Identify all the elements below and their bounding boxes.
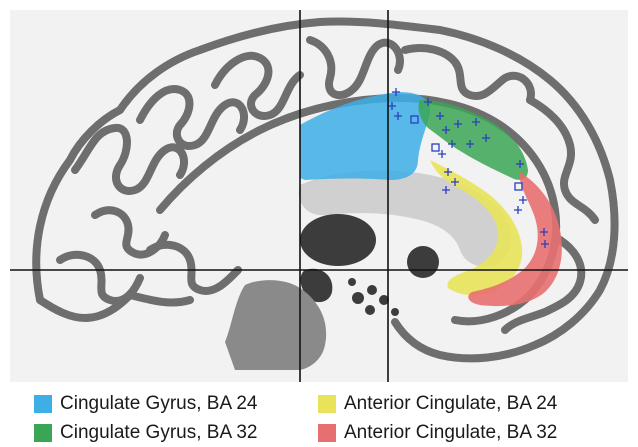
legend-item-anterior-cingulate-ba24: Anterior Cingulate, BA 24 xyxy=(318,391,557,417)
legend-swatch-anterior-cingulate-ba32 xyxy=(318,424,336,442)
thalamus xyxy=(300,214,376,266)
legend-swatch-anterior-cingulate-ba24 xyxy=(318,395,336,413)
legend-label: Anterior Cingulate, BA 24 xyxy=(344,393,557,415)
legend-label: Anterior Cingulate, BA 32 xyxy=(344,422,557,444)
legend-item-cingulate-gyrus-ba24: Cingulate Gyrus, BA 24 xyxy=(34,391,258,417)
caudate-nucleus xyxy=(407,246,439,278)
legend-item-anterior-cingulate-ba32: Anterior Cingulate, BA 32 xyxy=(318,420,557,446)
legend-swatch-cingulate-gyrus-ba24 xyxy=(34,395,52,413)
legend: Cingulate Gyrus, BA 24 Anterior Cingulat… xyxy=(0,385,638,447)
legend-swatch-cingulate-gyrus-ba32 xyxy=(34,424,52,442)
legend-label: Cingulate Gyrus, BA 24 xyxy=(60,393,258,415)
legend-item-cingulate-gyrus-ba32: Cingulate Gyrus, BA 32 xyxy=(34,420,258,446)
legend-label: Cingulate Gyrus, BA 32 xyxy=(60,422,258,444)
